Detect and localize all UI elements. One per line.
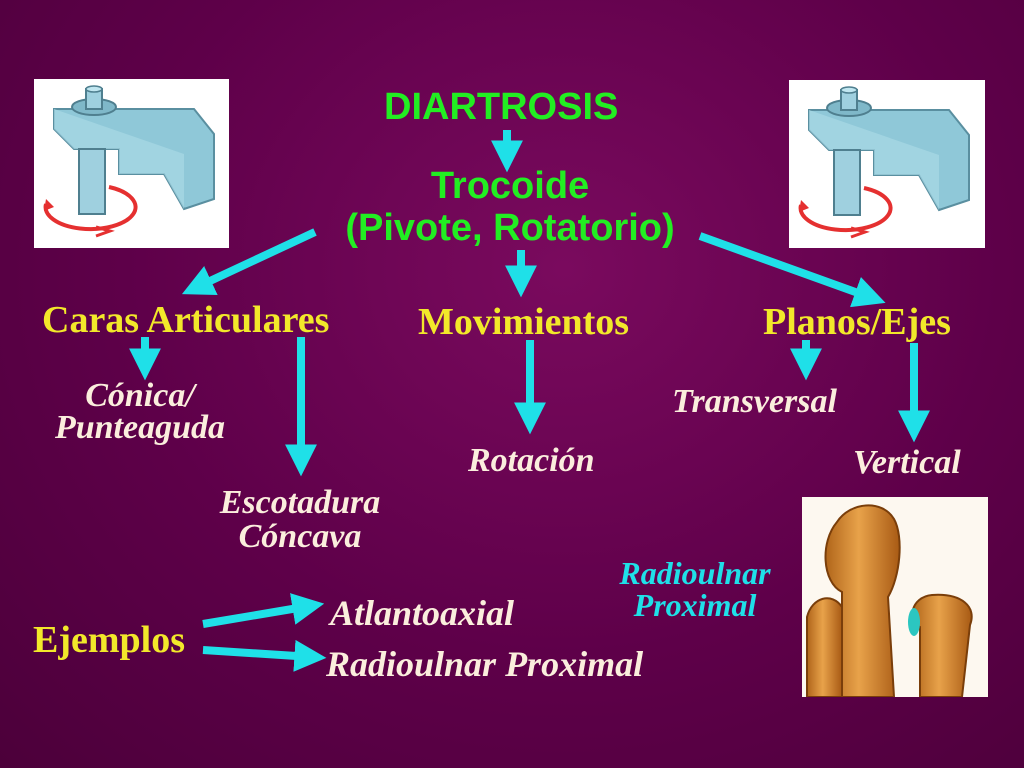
rotacion-item: Rotación <box>468 442 595 479</box>
radioulnar-proximal-item: Radioulnar Proximal <box>326 644 644 684</box>
vertical-item: Vertical <box>853 444 961 481</box>
conica-punteaguda: Cónica/ Punteaguda <box>30 377 250 446</box>
page-title: DIARTROSIS <box>384 86 619 128</box>
escotadura-line2: Cóncava <box>238 518 362 555</box>
arrow-ejemplos-to-radioulnar <box>202 639 327 672</box>
joint-type-line1: Trocoide <box>430 165 590 207</box>
arrow-type-to-planos <box>698 232 886 308</box>
radioulnar-bones-image <box>802 497 988 698</box>
image-caption-line2: Proximal <box>633 587 757 623</box>
arrow-ejemplos-to-atlantoaxial <box>202 593 325 628</box>
conica-line2: Punteaguda <box>54 409 226 446</box>
joint-type-title: Trocoide (Pivote, Rotatorio) <box>300 165 720 249</box>
image-caption-line1: Radioulnar <box>619 555 771 591</box>
movimientos-label: Movimientos <box>418 301 630 343</box>
escotadura-line1: Escotadura <box>219 484 381 521</box>
atlantoaxial-item: Atlantoaxial <box>330 593 515 633</box>
caras-articulares-label: Caras Articulares <box>42 299 330 341</box>
pivot-joint-illustration-right <box>789 80 985 248</box>
conica-line1: Cónica/ <box>85 377 195 414</box>
planos-ejes-label: Planos/Ejes <box>763 301 951 343</box>
escotadura-concava: Escotadura Cóncava <box>195 486 405 554</box>
image-caption: Radioulnar Proximal <box>590 557 800 621</box>
arrow-type-to-caras <box>181 228 317 296</box>
pivot-joint-illustration-left <box>34 79 229 248</box>
ejemplos-label: Ejemplos <box>33 619 185 661</box>
joint-type-line2: (Pivote, Rotatorio) <box>345 207 675 249</box>
transversal-item: Transversal <box>672 383 837 420</box>
